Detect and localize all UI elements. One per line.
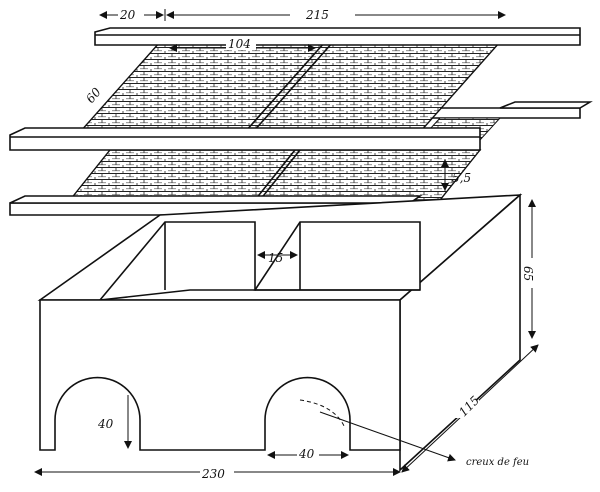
label-box-length: 230 — [201, 467, 225, 481]
label-tray-width: 104 — [228, 37, 251, 51]
label-fire-hole: creux de feu — [466, 457, 529, 468]
dimension-outer: 230 65 115 creux de feu — [34, 199, 541, 481]
label-rack-gap: 5,5 — [452, 171, 471, 185]
upper-rack: 104 60 5,5 — [9, 27, 581, 191]
label-divider-width: 15 — [268, 251, 283, 265]
dimension-top: 20 215 — [99, 8, 506, 22]
label-tray-depth: 60 — [83, 85, 104, 106]
label-arch-width: 40 — [298, 447, 315, 461]
label-arch-height: 40 — [97, 417, 114, 431]
label-rack-length: 215 — [305, 8, 329, 22]
label-box-height: 65 — [521, 266, 535, 281]
label-beam-spacing: 20 — [119, 8, 136, 22]
